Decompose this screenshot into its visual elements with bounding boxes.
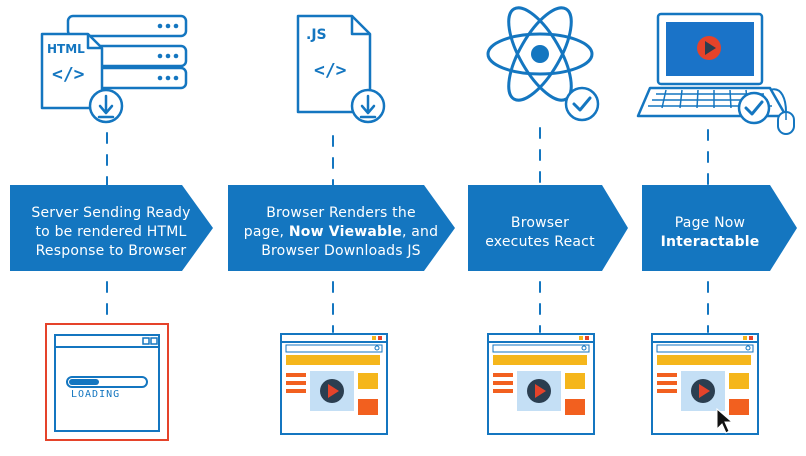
rendered-page-window-3	[487, 333, 595, 435]
chevron-step-2	[228, 185, 455, 271]
chevron-step-4	[642, 185, 797, 271]
js-file-download-icon	[296, 14, 386, 124]
html-file-download-icon	[40, 14, 188, 124]
loading-label: LOADING	[71, 389, 121, 400]
code-brackets-label: </>	[52, 64, 85, 85]
react-atom-check-icon	[486, 6, 600, 122]
chevron-step-1	[10, 185, 213, 271]
rendered-page-window-2	[280, 333, 388, 435]
code-brackets-label: </>	[314, 60, 347, 81]
step-2-text: Browser Renders the page, Now Viewable, …	[243, 205, 439, 259]
loading-window	[45, 323, 169, 441]
step-1-text: Server Sending Ready to be rendered HTML…	[31, 205, 191, 259]
laptop-check-icon	[636, 12, 795, 135]
js-file-label: .JS	[306, 27, 327, 43]
chevron-step-3	[468, 185, 628, 271]
process-chevrons	[10, 185, 797, 271]
mouse-cursor-icon	[716, 407, 734, 434]
interactive-page-window	[651, 333, 759, 435]
step-3-text: Browser executes React	[485, 215, 595, 250]
step-4-text: Page Now Interactable	[660, 215, 760, 250]
html-file-label: HTML	[47, 42, 85, 56]
